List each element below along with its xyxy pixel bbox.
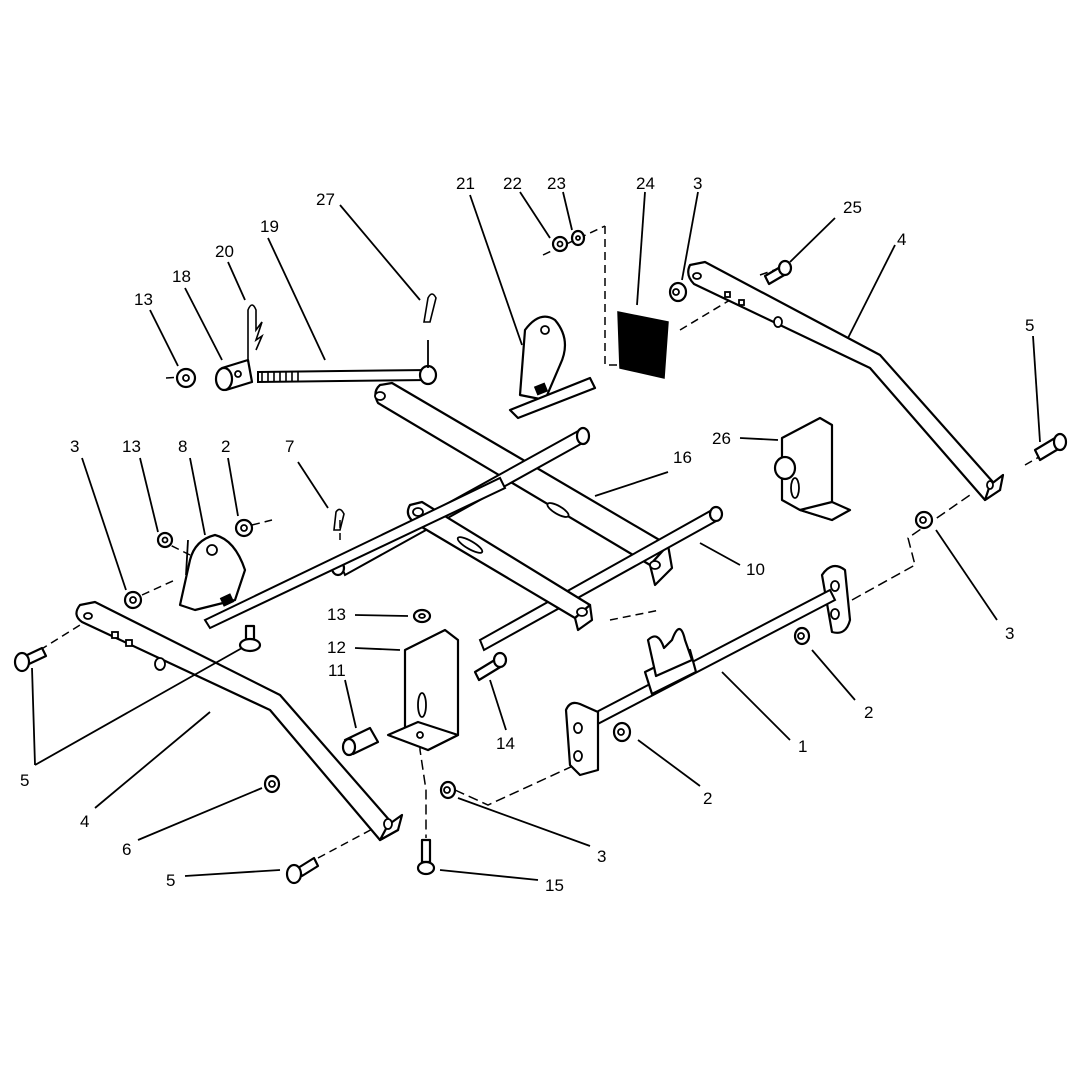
callout-16: 16: [673, 448, 692, 467]
part-25-bolt: [763, 259, 793, 286]
part-15-bolt: [416, 838, 436, 876]
part-3-nut-right: [914, 510, 934, 530]
part-4-right-arm: [687, 260, 1005, 502]
callout-7: 7: [285, 437, 294, 456]
callout-labels: 27 19 20 18 13 21 22 23 24 3 25 4 5 26 1…: [20, 174, 1034, 895]
part-6-nut: [263, 774, 281, 794]
callout-26: 26: [712, 429, 731, 448]
callout-6: 6: [122, 840, 131, 859]
callout-5-bottom: 5: [166, 871, 175, 890]
part-13-nut-left: [156, 531, 174, 549]
part-27-cotter-pin: [423, 293, 437, 368]
callout-15: 15: [545, 876, 564, 895]
callout-3-left: 3: [70, 437, 79, 456]
part-5-bolt-left: [13, 646, 48, 673]
part-24-pad: [617, 311, 669, 379]
callout-23: 23: [547, 174, 566, 193]
callout-13-left: 13: [122, 437, 141, 456]
callout-10: 10: [746, 560, 765, 579]
callout-4-left: 4: [80, 812, 89, 831]
callout-3-top: 3: [693, 174, 702, 193]
callout-2-right: 2: [864, 703, 873, 722]
part-20-clip: [247, 304, 264, 362]
part-5-bolt-right: [1033, 432, 1068, 462]
part-3-nut-left: [123, 590, 143, 610]
callout-8: 8: [178, 437, 187, 456]
callout-12: 12: [327, 638, 346, 657]
callout-19: 19: [260, 217, 279, 236]
callout-22: 22: [503, 174, 522, 193]
part-12-bracket: [386, 628, 460, 752]
part-4-left-arm: [75, 600, 404, 842]
part-3-nut-bottom: [439, 780, 457, 800]
part-2-nut-upper: [234, 518, 254, 538]
callout-24: 24: [636, 174, 655, 193]
callout-4-right: 4: [897, 230, 906, 249]
part-13-nut-top: [175, 367, 197, 389]
callout-13-top: 13: [134, 290, 153, 309]
part-7-cotter: [333, 508, 345, 531]
part-21-bracket: [508, 315, 597, 420]
callout-3-bottom: 3: [597, 847, 606, 866]
part-13-nut-center: [412, 608, 432, 624]
part-26-bracket: [773, 416, 852, 522]
callout-11: 11: [328, 661, 346, 680]
callout-13-center: 13: [327, 605, 346, 624]
callout-2-upper: 2: [221, 437, 230, 456]
callout-27: 27: [316, 190, 335, 209]
part-2-nut-right: [793, 626, 811, 646]
part-2-nut-lower: [612, 721, 632, 743]
part-1-shaft: [564, 564, 852, 777]
part-5-bolt-mid: [238, 624, 262, 653]
callout-20: 20: [215, 242, 234, 261]
callout-1: 1: [798, 737, 807, 756]
part-3-nut-top: [668, 281, 688, 303]
parts-22-23-nuts: [551, 229, 586, 253]
part-8-bracket: [178, 476, 507, 630]
callout-14: 14: [496, 734, 515, 753]
callout-21: 21: [456, 174, 475, 193]
callout-5-right: 5: [1025, 316, 1034, 335]
callout-5-left: 5: [20, 771, 29, 790]
callout-25: 25: [843, 198, 862, 217]
part-11-spacer: [341, 726, 380, 757]
callout-3-right: 3: [1005, 624, 1014, 643]
leader-lines: [31, 191, 1041, 881]
callout-18: 18: [172, 267, 191, 286]
part-18-swivel: [214, 358, 254, 392]
part-19-rod: [257, 364, 438, 386]
part-5-bolt-bottom: [285, 856, 320, 885]
callout-2-lower: 2: [703, 789, 712, 808]
part-14-bolt: [473, 651, 508, 682]
